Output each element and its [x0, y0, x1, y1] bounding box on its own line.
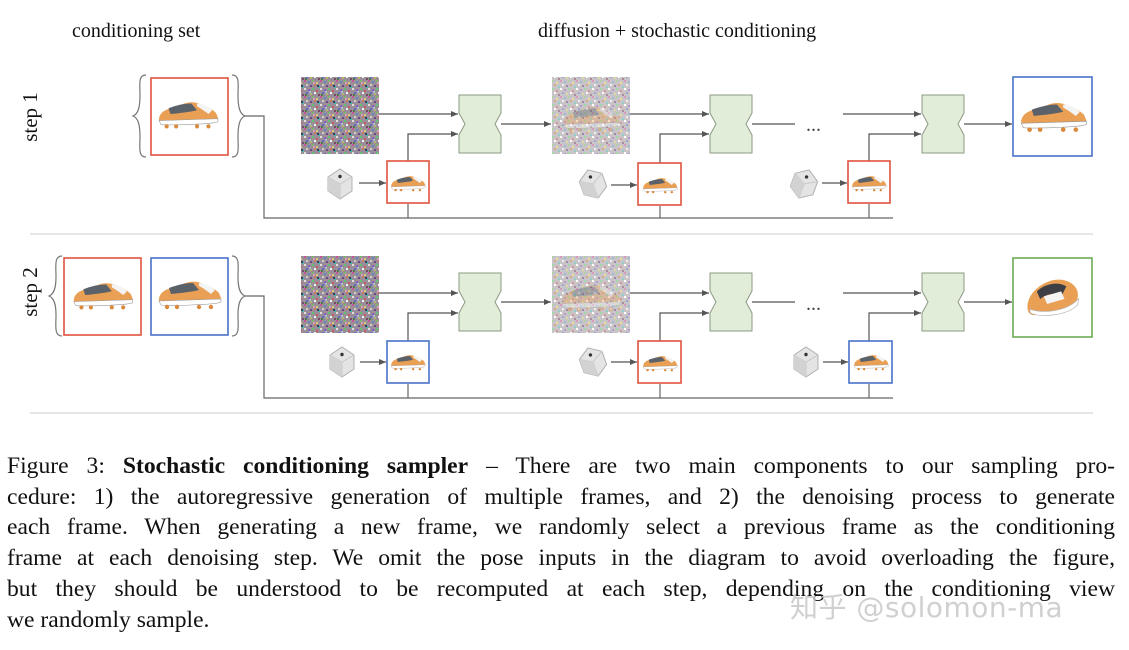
conditioning-feedback-line	[245, 115, 893, 219]
dice-icon	[327, 168, 353, 200]
caption-line: cedure: 1) the autoregressive generation…	[7, 483, 1115, 510]
caption-label: Figure 3:	[7, 453, 105, 479]
caption-title: Stochastic conditioning sampler	[122, 453, 469, 479]
row-label-step-2: step 2	[18, 267, 42, 317]
right-brace	[231, 255, 247, 337]
dice-icon	[576, 165, 610, 203]
dice-icon	[329, 346, 355, 378]
row-step-2: step 2 ...	[18, 255, 1093, 399]
noise-image	[301, 77, 379, 154]
watermark: 知乎 @solomon-ma	[790, 591, 1064, 624]
denoiser-block	[921, 272, 965, 332]
caption-line: Figure 3: Stochastic conditioning sample…	[7, 451, 1115, 482]
figure-caption: Figure 3: Stochastic conditioning sample…	[7, 451, 1115, 635]
caption-line: each frame. When generating a new frame,…	[7, 514, 1115, 541]
caption-line: we randomly sample.	[7, 606, 210, 633]
denoiser-block	[458, 272, 502, 332]
ellipsis: ...	[806, 293, 821, 315]
caption-line: but they should be understood to be reco…	[7, 575, 1115, 602]
denoiser-block	[709, 272, 753, 332]
header-conditioning-set: conditioning set	[72, 20, 201, 42]
dice-icon	[793, 346, 819, 378]
ellipsis: ...	[806, 114, 821, 136]
row-label-step-1: step 1	[18, 92, 42, 142]
left-brace	[47, 255, 63, 337]
sneaker-rotated-view	[1027, 279, 1080, 316]
left-brace	[131, 74, 147, 158]
row-step-1: step 1 ...	[18, 74, 1093, 219]
diagram: conditioning set diffusion + stochastic …	[18, 20, 1093, 414]
denoiser-block	[458, 94, 502, 154]
dice-icon	[787, 165, 821, 203]
denoiser-block	[709, 94, 753, 154]
caption-line: frame at each denoising step. We omit th…	[7, 545, 1115, 572]
conditioning-feedback-line	[245, 295, 893, 399]
right-brace	[231, 74, 247, 158]
denoiser-block	[921, 94, 965, 154]
header-diffusion: diffusion + stochastic conditioning	[538, 20, 816, 42]
caption-text: – There are two main components to our s…	[468, 453, 1115, 479]
dice-icon	[576, 343, 610, 381]
noise-image	[301, 256, 379, 333]
